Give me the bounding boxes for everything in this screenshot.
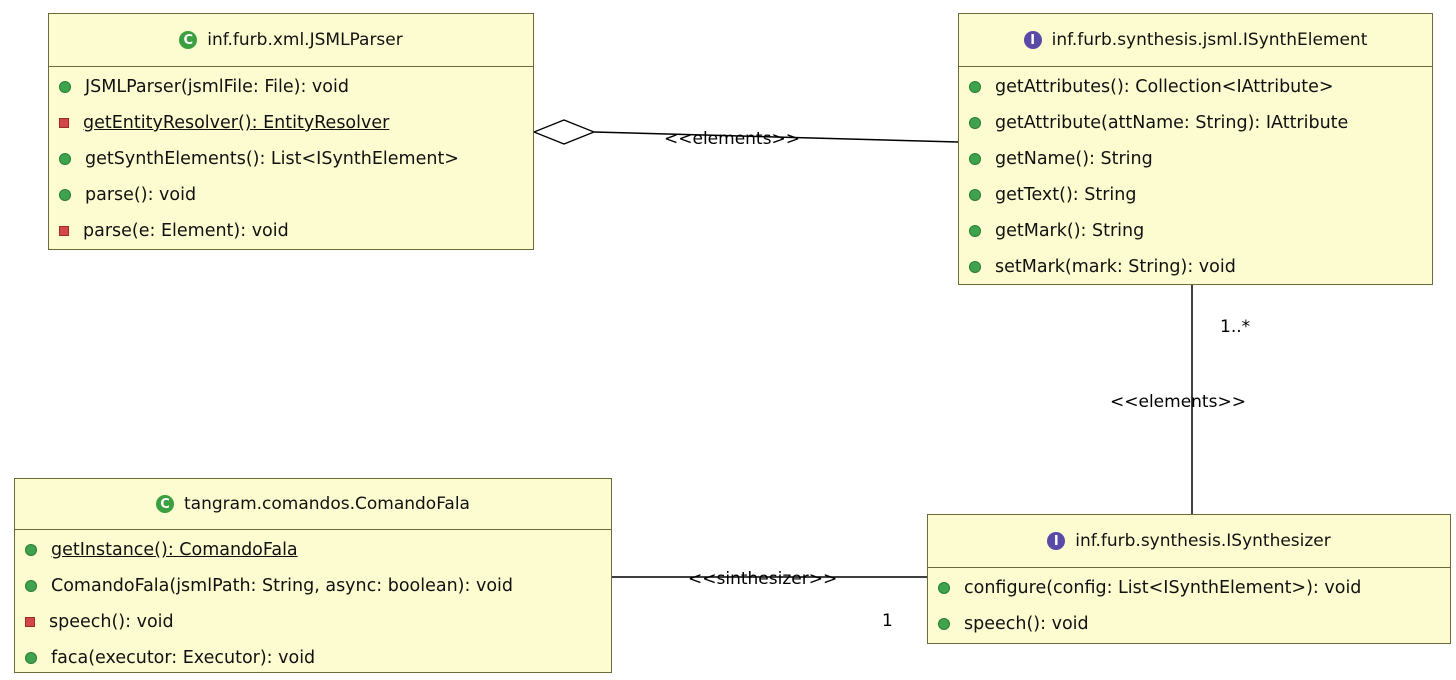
member-signature: parse(e: Element): void <box>83 221 289 241</box>
public-visibility-icon <box>59 153 71 165</box>
member-signature: configure(config: List<ISynthElement>): … <box>964 578 1362 598</box>
member-signature: speech(): void <box>964 614 1089 634</box>
member-signature: JSMLParser(jsmlFile: File): void <box>85 77 349 97</box>
relation-multiplicity-elements: 1..* <box>1220 317 1251 337</box>
class-jsml-parser[interactable]: C inf.furb.xml.JSMLParser JSMLParser(jsm… <box>48 13 534 250</box>
class-icon: C <box>179 31 198 49</box>
member-signature: setMark(mark: String): void <box>995 257 1236 277</box>
class-member[interactable]: speech(): void <box>928 606 1450 642</box>
public-visibility-icon <box>938 618 950 630</box>
member-list: configure(config: List<ISynthElement>): … <box>928 568 1450 646</box>
private-visibility-icon <box>59 226 69 236</box>
private-visibility-icon <box>59 118 69 128</box>
class-name: tangram.comandos.ComandoFala <box>184 494 470 514</box>
public-visibility-icon <box>25 580 37 592</box>
interface-icon: I <box>1023 31 1042 49</box>
member-signature: getEntityResolver(): EntityResolver <box>83 113 390 133</box>
member-signature: speech(): void <box>49 612 174 632</box>
member-signature: faca(executor: Executor): void <box>51 648 316 668</box>
class-member[interactable]: JSMLParser(jsmlFile: File): void <box>49 69 533 105</box>
relation-label-synth-elements: <<elements>> <box>1110 392 1246 412</box>
public-visibility-icon <box>969 225 981 237</box>
public-visibility-icon <box>938 582 950 594</box>
member-signature: getAttribute(attName: String): IAttribut… <box>995 113 1349 133</box>
relation-label-sinthesizer: <<sinthesizer>> <box>688 569 838 589</box>
member-list: JSMLParser(jsmlFile: File): void getEntit… <box>49 67 533 253</box>
member-signature: getName(): String <box>995 149 1153 169</box>
member-signature: parse(): void <box>85 185 197 205</box>
class-member[interactable]: getInstance(): ComandoFala <box>15 532 611 568</box>
class-member[interactable]: parse(e: Element): void <box>49 213 533 249</box>
public-visibility-icon <box>969 261 981 273</box>
class-header: I inf.furb.synthesis.jsml.ISynthElement <box>959 14 1432 67</box>
interface-isynthesizer[interactable]: I inf.furb.synthesis.ISynthesizer config… <box>927 514 1451 644</box>
public-visibility-icon <box>969 153 981 165</box>
class-comando-fala[interactable]: C tangram.comandos.ComandoFala getInstan… <box>14 478 612 673</box>
aggregation-diamond <box>532 119 596 145</box>
class-member[interactable]: faca(executor: Executor): void <box>15 640 611 676</box>
member-signature: getSynthElements(): List<ISynthElement> <box>85 149 459 169</box>
class-name: inf.furb.synthesis.ISynthesizer <box>1075 531 1331 551</box>
class-member[interactable]: speech(): void <box>15 604 611 640</box>
class-member[interactable]: getEntityResolver(): EntityResolver <box>49 105 533 141</box>
interface-isynth-element[interactable]: I inf.furb.synthesis.jsml.ISynthElement … <box>958 13 1433 285</box>
public-visibility-icon <box>969 189 981 201</box>
class-name: inf.furb.xml.JSMLParser <box>207 30 403 50</box>
class-member[interactable]: getAttributes(): Collection<IAttribute> <box>959 69 1432 105</box>
member-signature: getInstance(): ComandoFala <box>51 540 298 560</box>
class-member[interactable]: getName(): String <box>959 141 1432 177</box>
member-signature: getText(): String <box>995 185 1137 205</box>
member-signature: getMark(): String <box>995 221 1145 241</box>
class-header: I inf.furb.synthesis.ISynthesizer <box>928 515 1450 568</box>
relation-label-parser-elements: <<elements>> <box>664 129 800 149</box>
parser-element-association-line <box>593 131 959 143</box>
public-visibility-icon <box>969 81 981 93</box>
class-member[interactable]: getAttribute(attName: String): IAttribut… <box>959 105 1432 141</box>
class-member[interactable]: configure(config: List<ISynthElement>): … <box>928 570 1450 606</box>
class-header: C tangram.comandos.ComandoFala <box>15 479 611 530</box>
interface-icon: I <box>1047 532 1066 550</box>
public-visibility-icon <box>59 189 71 201</box>
class-member[interactable]: parse(): void <box>49 177 533 213</box>
public-visibility-icon <box>59 81 71 93</box>
member-list: getAttributes(): Collection<IAttribute> g… <box>959 67 1432 289</box>
member-signature: ComandoFala(jsmlPath: String, async: boo… <box>51 576 513 596</box>
class-member[interactable]: setMark(mark: String): void <box>959 249 1432 285</box>
class-name: inf.furb.synthesis.jsml.ISynthElement <box>1051 30 1368 50</box>
class-member[interactable]: getText(): String <box>959 177 1432 213</box>
class-member[interactable]: ComandoFala(jsmlPath: String, async: boo… <box>15 568 611 604</box>
public-visibility-icon <box>25 544 37 556</box>
public-visibility-icon <box>25 652 37 664</box>
class-member[interactable]: getMark(): String <box>959 213 1432 249</box>
public-visibility-icon <box>969 117 981 129</box>
class-icon: C <box>156 495 175 513</box>
class-member[interactable]: getSynthElements(): List<ISynthElement> <box>49 141 533 177</box>
private-visibility-icon <box>25 617 35 627</box>
relation-multiplicity-sinthesizer: 1 <box>882 611 893 631</box>
class-header: C inf.furb.xml.JSMLParser <box>49 14 533 67</box>
member-signature: getAttributes(): Collection<IAttribute> <box>995 77 1334 97</box>
